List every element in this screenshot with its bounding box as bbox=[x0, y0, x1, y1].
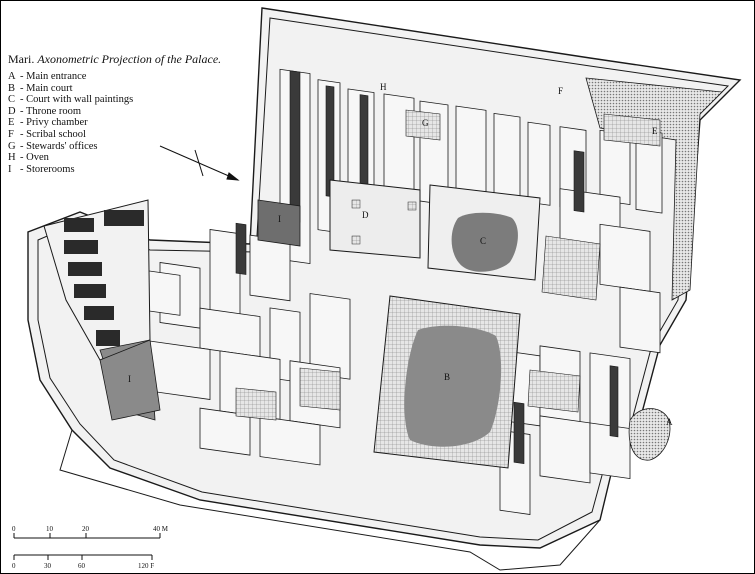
legend-item: I- Storerooms bbox=[8, 163, 75, 175]
label-c: C bbox=[480, 236, 486, 246]
legend-item: G- Stewards' offices bbox=[8, 140, 98, 152]
legend-item: E- Privy chamber bbox=[8, 117, 88, 129]
figure-caption: Mari. Axonometric Projection of the Pala… bbox=[8, 52, 221, 67]
legend-item: C- Court with wall paintings bbox=[8, 94, 134, 106]
label-e: E bbox=[652, 126, 658, 136]
main-court bbox=[373, 295, 521, 469]
scale-m-tick: 10 bbox=[46, 525, 54, 533]
scale-m-tick: 40 M bbox=[153, 525, 169, 533]
scale-f-tick: 60 bbox=[78, 562, 86, 570]
north-arrow-icon bbox=[159, 145, 240, 181]
legend-item: D- Throne room bbox=[8, 105, 82, 117]
scale-bar-meters bbox=[13, 533, 161, 539]
main-entrance bbox=[628, 408, 671, 461]
scale-f-tick: 0 bbox=[12, 562, 16, 570]
legend-item: F- Scribal school bbox=[8, 128, 86, 140]
storeroom-south bbox=[99, 339, 161, 421]
scale-f-tick: 30 bbox=[44, 562, 52, 570]
scale-f-tick: 120 F bbox=[138, 562, 154, 570]
caption-title: Axonometric Projection of the Palace. bbox=[37, 52, 222, 66]
plan-labels: A B C D E F G H I I bbox=[128, 82, 673, 427]
legend-item: B- Main court bbox=[8, 82, 73, 94]
legend-item: H- Oven bbox=[8, 152, 49, 164]
label-b: B bbox=[444, 372, 450, 382]
legend: A- Main entrance B- Main court C- Court … bbox=[8, 71, 133, 175]
throne-room bbox=[329, 179, 421, 259]
court-c bbox=[427, 184, 541, 281]
storeroom-north bbox=[257, 199, 301, 247]
label-d: D bbox=[362, 210, 369, 220]
label-a: A bbox=[666, 417, 673, 427]
label-i-north: I bbox=[278, 214, 281, 224]
scale-m-tick: 0 bbox=[12, 525, 16, 533]
caption-site: Mari. bbox=[8, 52, 35, 66]
label-f: F bbox=[558, 86, 563, 96]
legend-item: A- Main entrance bbox=[8, 71, 87, 82]
label-g: G bbox=[422, 118, 429, 128]
scale-m-tick: 20 bbox=[82, 525, 90, 533]
label-h: H bbox=[380, 82, 387, 92]
paved-rooms bbox=[235, 109, 661, 421]
scale-bar-feet bbox=[13, 554, 153, 560]
label-i-west: I bbox=[128, 374, 131, 384]
